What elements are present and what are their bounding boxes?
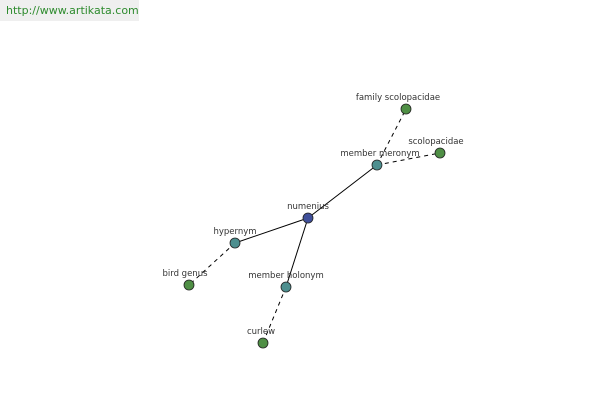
node-hypernym[interactable]: [229, 237, 241, 249]
edge-numenius-member_meronym: [307, 164, 378, 219]
url-banner: http://www.artikata.com: [0, 0, 139, 21]
edge-member_meronym-family_scolopacidae: [376, 108, 407, 166]
graph-edges: [188, 108, 441, 344]
edge-member_meronym-scolopacidae: [376, 152, 441, 166]
edge-numenius-member_holonym: [285, 217, 309, 288]
graph-labels: numenius hypernym member holonym member mer…: [162, 93, 463, 337]
node-label-numenius: numenius: [287, 202, 329, 212]
edge-hypernym-bird_genus: [188, 242, 236, 286]
edge-member_holonym-curlew: [262, 286, 287, 344]
node-label-member-meronym: member meronym: [340, 149, 419, 159]
node-scolopacidae[interactable]: [434, 147, 446, 159]
site-url-link[interactable]: http://www.artikata.com: [6, 4, 139, 17]
node-family-scolopacidae[interactable]: [400, 103, 412, 115]
node-member-meronym[interactable]: [371, 159, 383, 171]
node-label-bird-genus: bird genus: [162, 269, 208, 279]
node-numenius[interactable]: [302, 212, 314, 224]
node-curlew[interactable]: [257, 337, 269, 349]
edge-numenius-hypernym: [234, 217, 309, 244]
node-label-family-scolopacidae: family scolopacidae: [356, 93, 440, 103]
node-label-scolopacidae: scolopacidae: [408, 137, 463, 147]
node-label-hypernym: hypernym: [213, 227, 256, 237]
node-label-member-holonym: member holonym: [248, 271, 323, 281]
node-member-holonym[interactable]: [280, 281, 292, 293]
node-label-curlew: curlew: [247, 327, 275, 337]
graph-nodes: [183, 103, 446, 349]
node-bird-genus[interactable]: [183, 279, 195, 291]
